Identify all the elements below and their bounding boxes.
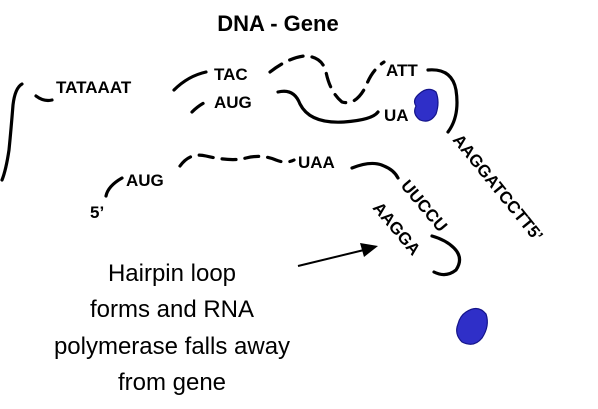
released-start-codon-label: AUG [126,171,164,190]
five-prime-label: 5’ [90,203,104,222]
caption-line-2: forms and RNA [90,296,254,323]
rna-polymerase-icon [413,88,439,122]
caption-line-4: from gene [118,369,226,396]
dna-strand-mid [172,70,208,92]
caption-line-1: Hairpin loop [108,260,236,287]
diagram-title: DNA - Gene [217,11,338,36]
released-rna-start [104,176,124,198]
released-rna-polymerase-icon [456,307,488,345]
released-rna-dashed [178,153,296,168]
template-start-label: TAC [214,65,248,84]
nascent-stop-partial-label: UA [384,106,409,125]
hairpin-loop-strand [430,234,462,277]
dna-strand-upper-dashed [268,54,386,105]
nascent-start-codon-label: AUG [214,93,252,112]
terminator-template-label: AAGGATCCTT5’ [449,131,547,245]
template-stop-label: ATT [386,61,418,80]
nascent-rna-dashed [190,98,212,114]
released-rna-tail [350,161,400,180]
arrow-icon [297,249,365,267]
dna-strand-left [0,82,24,182]
dna-strand-right [426,68,459,134]
released-stop-codon-label: UAA [298,153,335,172]
caption-line-3: polymerase falls away [54,333,290,360]
dna-strand-promoter-link [34,94,54,103]
arrowhead [360,243,378,257]
promoter-label: TATAAAT [56,78,132,97]
nascent-rna-strand [276,89,380,124]
